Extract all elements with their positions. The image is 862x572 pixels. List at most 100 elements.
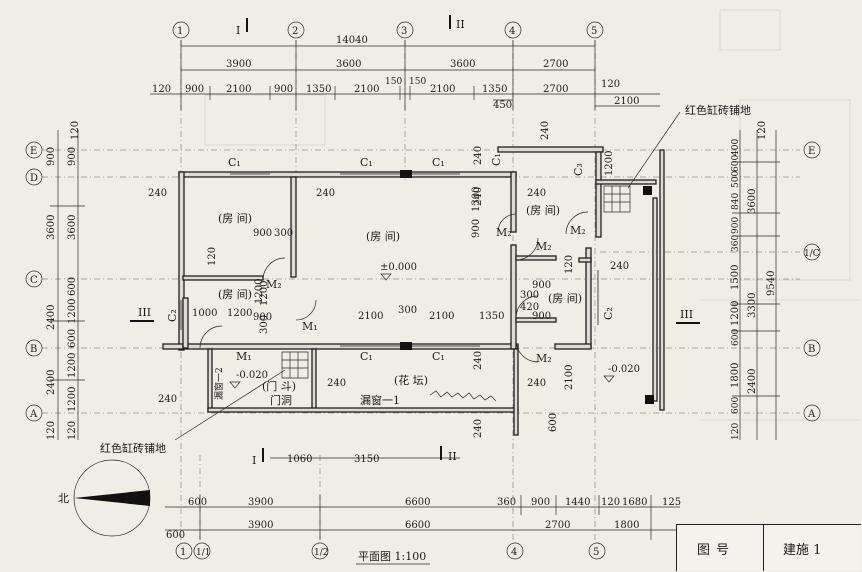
- section-marks: I II III III I II: [130, 15, 700, 467]
- dim-top-row3-8: 2100: [430, 84, 455, 95]
- dim-int-26: 2100: [564, 365, 575, 390]
- window-tag-c1-d: C₁: [360, 350, 373, 363]
- dim-top-row3-5: 2100: [354, 84, 379, 95]
- dim-right-a-6: 360: [731, 235, 741, 252]
- axis-5-bottom: 5: [593, 547, 599, 558]
- dim-bottom-inner-0: 1060: [287, 454, 312, 465]
- dim-bottom-row1-5: 1440: [565, 497, 590, 508]
- red-tile-hatch: [281, 185, 631, 379]
- dim-int-11: 900: [253, 228, 272, 239]
- dim-left-inner-5: 600: [67, 329, 78, 348]
- dim-left-inner-7: 1200: [67, 387, 78, 412]
- sheet-label: 图号: [697, 543, 736, 558]
- lattice-label: 漏窗一1: [360, 393, 400, 407]
- dim-bottom-row2-3: 2700: [545, 520, 570, 531]
- section-I-top: I: [236, 24, 240, 37]
- section-III-left: III: [138, 306, 151, 319]
- dim-right-a-12: 120: [731, 423, 741, 440]
- north-arrow: 北: [58, 459, 151, 537]
- opening-tags: C₁ C₁ C₁ C₁ C₁ C₁ C₃ C₂ C₂ M₂ M₁ M₁ M₂ M…: [166, 153, 615, 365]
- dim-bottom-inner-1: 3150: [354, 454, 379, 465]
- dim-bottom-row1-3: 360: [497, 497, 516, 508]
- dim-top-extra-2: 240: [540, 121, 551, 140]
- dim-top-row3-7: 150: [409, 77, 426, 87]
- axis-C-left: C: [30, 275, 38, 286]
- dim-bottom-row2-2: 6600: [405, 520, 430, 531]
- section-II-bottom: II: [448, 450, 457, 463]
- axis-E-right: E: [808, 146, 815, 157]
- dim-top-row2-0: 3900: [226, 59, 251, 70]
- dim-bottom-row1-1: 3900: [248, 497, 273, 508]
- dim-int-27: 600: [548, 413, 559, 432]
- dim-top-row3-1: 900: [185, 84, 204, 95]
- dim-int-7: 1200: [259, 281, 270, 306]
- window-tag-c2-right: C₂: [602, 307, 615, 320]
- window-tag-c1-c: C₁: [432, 156, 445, 169]
- dim-int-17: 300: [520, 290, 539, 301]
- dim-int-6: 120: [207, 247, 218, 266]
- door-tag-m1-b: M₁: [236, 350, 252, 363]
- room-label-ne: (房 间): [526, 204, 560, 217]
- room-label-e: (房 间): [548, 292, 582, 305]
- dim-int-22: 240: [158, 394, 177, 405]
- dim-top-extra-4: 120: [70, 121, 81, 140]
- dim-int-0: 240: [148, 188, 167, 199]
- dim-right-a-4: 840: [731, 193, 741, 210]
- sheet-value: 建施 1: [783, 543, 822, 558]
- level-se: -0.020: [608, 364, 640, 375]
- axis-A-right: A: [807, 409, 816, 420]
- dim-int-20: 240: [610, 261, 629, 272]
- dim-top-row2-3: 2700: [543, 59, 568, 70]
- title-block-value-cell: 建施 1: [765, 525, 861, 571]
- dim-left-inner-4: 1200: [67, 299, 78, 324]
- dim-int-9: 1200: [227, 308, 252, 319]
- dim-int-15: 1350: [479, 311, 504, 322]
- lattice2-label: 漏窗一2: [213, 367, 225, 400]
- dim-bottom-row2-1: 3900: [248, 520, 273, 531]
- door-tag-m2-a: M₂: [266, 278, 282, 291]
- note-red-tile-top: 红色缸砖铺地: [685, 103, 751, 117]
- door-tag-m2-c: M₂: [536, 240, 552, 253]
- axis-bubbles-left: E D C B A: [25, 141, 43, 422]
- porch-label: (门 斗): [262, 379, 296, 393]
- axis-5-top: 5: [591, 26, 597, 37]
- planter-hatch: [429, 390, 497, 402]
- bottom-dimensions: 600 3900 6600 360 900 1440 120 1680 125 …: [166, 454, 681, 541]
- dim-top-row3-4: 1350: [306, 84, 331, 95]
- dim-left-outer-3: 2400: [46, 305, 57, 330]
- dim-top-row3-0: 120: [152, 84, 171, 95]
- planter-label: (花 坛): [394, 374, 428, 387]
- dim-right-a-7: 1500: [730, 265, 741, 290]
- level-marks: ±0.000 -0.020 -0.020: [229, 262, 640, 389]
- axis-3-top: 3: [401, 26, 407, 37]
- dim-right-a-2: 600: [731, 155, 741, 172]
- north-label: 北: [58, 492, 69, 505]
- dim-top-row3-10: 2700: [543, 84, 568, 95]
- door-tag-m2-b: M₂: [496, 226, 512, 239]
- axis-1C-right: 1/C: [804, 249, 820, 259]
- room-label-sw: (房 间): [218, 288, 252, 301]
- dim-int-24: 240: [527, 378, 546, 389]
- dim-int-1: 240: [316, 188, 335, 199]
- window-tag-c1-a: C₁: [228, 156, 241, 169]
- dim-right-b-2: 3300: [747, 293, 758, 318]
- dim-int-28: 240: [473, 419, 484, 438]
- dim-right-a-9: 600: [731, 329, 741, 346]
- dim-top-row3-2: 2100: [226, 84, 251, 95]
- leader-lines: [174, 111, 681, 441]
- dim-right-a-5: 900: [731, 217, 741, 234]
- axis-4-top: 4: [509, 26, 515, 37]
- plan-title-group: 平面图 1:100: [356, 550, 430, 565]
- dim-right-b-0: 1200: [604, 151, 615, 176]
- dim-right-a-1: 400: [731, 139, 741, 156]
- left-dimensions: 900 3600 2400 2400 120 900 3600 600 1200…: [46, 147, 78, 440]
- porch-sub-label: 门洞: [270, 393, 292, 407]
- window-tag-c1-e: C₁: [432, 350, 445, 363]
- title-block: 图号 建施 1: [676, 524, 861, 571]
- window-tag-c3: C₃: [572, 163, 585, 176]
- dim-bottom-row1-2: 6600: [405, 497, 430, 508]
- dim-bottom-row2-0: 600: [166, 530, 185, 541]
- axis-B-right: B: [808, 344, 815, 355]
- plan-title: 平面图 1:100: [358, 550, 426, 563]
